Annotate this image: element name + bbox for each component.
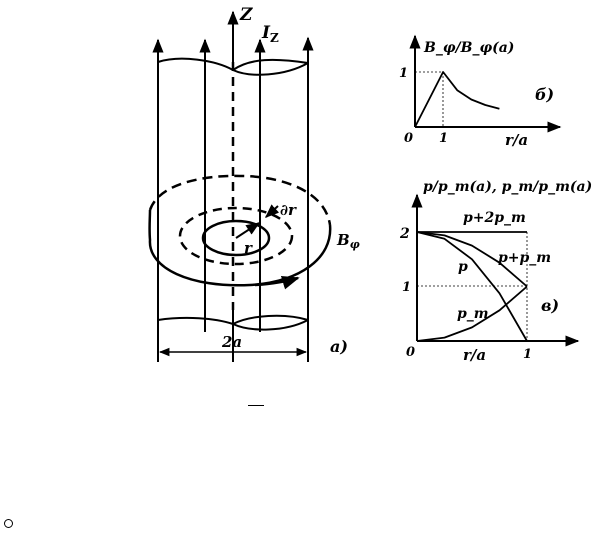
chart-b-plot xyxy=(414,71,500,128)
top-section-curve-lower xyxy=(232,62,309,76)
chart-c-xlabel: r/a xyxy=(463,346,486,364)
chart-c-plot xyxy=(416,231,528,342)
dr-arrow xyxy=(264,204,280,218)
curve-label-p2pm: p+2p_m xyxy=(463,210,526,226)
chart-c-y-tick-2: 2 xyxy=(399,226,410,242)
chart-c-x-tick-1: 1 xyxy=(523,347,532,362)
chart-c-x-tick-0: 0 xyxy=(406,345,415,360)
curve-label-ppm: p+p_m xyxy=(498,250,551,266)
curve-label-pm: p_m xyxy=(457,306,489,322)
chart-b-line-series-0 xyxy=(414,71,500,128)
chart-b-y-tick: 1 xyxy=(399,66,408,81)
panel-a-label: а) xyxy=(330,337,348,356)
chart-b-x-tick-1: 1 xyxy=(439,131,448,146)
width-label: 2a xyxy=(221,333,242,351)
chart-c-line-p-m xyxy=(416,285,528,342)
chart-c-line-p xyxy=(416,231,528,342)
dr-label: ∂r xyxy=(280,201,297,219)
shell-ellipse-inner xyxy=(201,219,271,257)
chart-b-xlabel: r/a xyxy=(505,131,528,149)
field-circle-arrow xyxy=(254,275,300,290)
chart-b-axes xyxy=(409,34,562,133)
r-label: r xyxy=(244,239,253,257)
chart-c-line-p-p-m xyxy=(416,231,528,288)
chart-c-y-tick-1: 1 xyxy=(402,280,411,295)
cylinder-diagram xyxy=(148,10,332,362)
r-arrow xyxy=(235,222,261,239)
chart-c-ylabel: p/p_m(a), p_m/p_m(a) xyxy=(423,179,592,195)
chart-c-axes xyxy=(411,193,580,347)
field-label: Bφ xyxy=(336,231,360,251)
curve-label-p: p xyxy=(458,259,468,275)
field-circle-front xyxy=(148,209,332,287)
current-label: IZ xyxy=(261,23,279,45)
bottom-section-curve-lower xyxy=(232,319,309,331)
panel-c-label: в) xyxy=(541,296,559,315)
stray-dash xyxy=(248,405,264,406)
field-circle-back xyxy=(148,174,332,226)
small-circle-icon xyxy=(4,519,13,528)
chart-b-ylabel: B_φ/B_φ(a) xyxy=(423,40,514,56)
chart-b-x-tick-0: 0 xyxy=(404,131,413,146)
shell-ellipse-outer xyxy=(178,206,294,266)
z-axis-label: Z xyxy=(239,5,253,25)
panel-b-label: б) xyxy=(535,85,554,104)
